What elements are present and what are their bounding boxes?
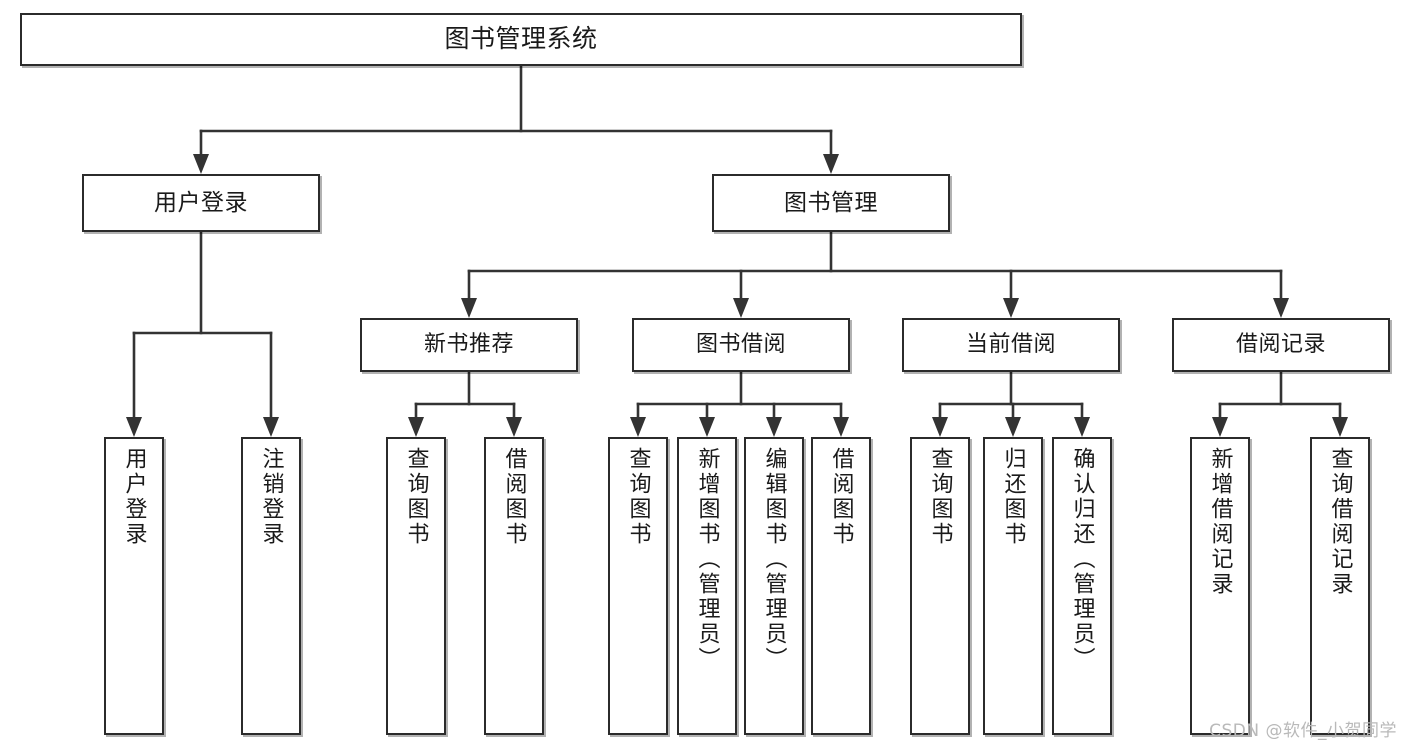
node-leaf-confirm-return[interactable]: 确认归还（管理员） xyxy=(1052,437,1112,735)
arrowhead-icon xyxy=(1332,417,1348,437)
node-label: 图书管理 xyxy=(784,189,878,216)
node-borrow-record[interactable]: 借阅记录 xyxy=(1172,318,1390,372)
arrowhead-icon xyxy=(1003,298,1019,318)
node-leaf-query-book-2[interactable]: 查询图书 xyxy=(608,437,668,735)
node-book-borrow[interactable]: 图书借阅 xyxy=(632,318,850,372)
arrowhead-icon xyxy=(263,417,279,437)
arrowhead-icon xyxy=(1212,417,1228,437)
node-label: 归还图书 xyxy=(1000,447,1026,547)
node-label: 图书借阅 xyxy=(695,332,786,358)
node-label: 当前借阅 xyxy=(965,332,1056,358)
node-root[interactable]: 图书管理系统 xyxy=(20,13,1022,66)
node-label: 借阅图书 xyxy=(501,447,527,547)
node-label: 新书推荐 xyxy=(423,332,514,358)
arrowhead-icon xyxy=(126,417,142,437)
node-label: 注销登录 xyxy=(258,447,284,547)
node-user-login[interactable]: 用户登录 xyxy=(82,174,320,232)
node-label: 查询图书 xyxy=(403,447,429,547)
node-label: 新增图书（管理员） xyxy=(694,447,720,672)
node-leaf-edit-book[interactable]: 编辑图书（管理员） xyxy=(744,437,804,735)
node-leaf-query-book-3[interactable]: 查询图书 xyxy=(910,437,970,735)
arrowhead-icon xyxy=(733,298,749,318)
arrowhead-icon xyxy=(766,417,782,437)
node-leaf-borrow-book-2[interactable]: 借阅图书 xyxy=(811,437,871,735)
node-label: 查询借阅记录 xyxy=(1327,447,1353,597)
arrowhead-icon xyxy=(823,154,839,174)
node-new-book-rec[interactable]: 新书推荐 xyxy=(360,318,578,372)
arrowhead-icon xyxy=(699,417,715,437)
watermark-text: CSDN @软件_小贺同学 xyxy=(1209,721,1397,741)
node-label: 查询图书 xyxy=(927,447,953,547)
arrowhead-icon xyxy=(408,417,424,437)
arrowhead-icon xyxy=(193,154,209,174)
arrowhead-icon xyxy=(461,298,477,318)
arrowhead-icon xyxy=(932,417,948,437)
node-leaf-user-login[interactable]: 用户登录 xyxy=(104,437,164,735)
node-leaf-borrow-book-1[interactable]: 借阅图书 xyxy=(484,437,544,735)
arrowhead-icon xyxy=(1074,417,1090,437)
node-label: 借阅图书 xyxy=(828,447,854,547)
node-label: 用户登录 xyxy=(154,189,248,216)
node-leaf-add-book[interactable]: 新增图书（管理员） xyxy=(677,437,737,735)
arrowhead-icon xyxy=(630,417,646,437)
node-label: 新增借阅记录 xyxy=(1207,447,1233,597)
node-label: 查询图书 xyxy=(625,447,651,547)
node-book-manage[interactable]: 图书管理 xyxy=(712,174,950,232)
node-label: 确认归还（管理员） xyxy=(1069,447,1095,672)
arrowhead-icon xyxy=(833,417,849,437)
node-leaf-add-record[interactable]: 新增借阅记录 xyxy=(1190,437,1250,735)
arrowhead-icon xyxy=(1005,417,1021,437)
node-leaf-query-record[interactable]: 查询借阅记录 xyxy=(1310,437,1370,735)
node-label: 图书管理系统 xyxy=(444,24,598,54)
node-label: 用户登录 xyxy=(121,447,147,547)
node-current-borrow[interactable]: 当前借阅 xyxy=(902,318,1120,372)
node-label: 编辑图书（管理员） xyxy=(761,447,787,672)
node-label: 借阅记录 xyxy=(1235,332,1326,358)
node-leaf-query-book-1[interactable]: 查询图书 xyxy=(386,437,446,735)
arrowhead-icon xyxy=(1273,298,1289,318)
node-leaf-user-logout[interactable]: 注销登录 xyxy=(241,437,301,735)
arrowhead-icon xyxy=(506,417,522,437)
node-leaf-return-book[interactable]: 归还图书 xyxy=(983,437,1043,735)
